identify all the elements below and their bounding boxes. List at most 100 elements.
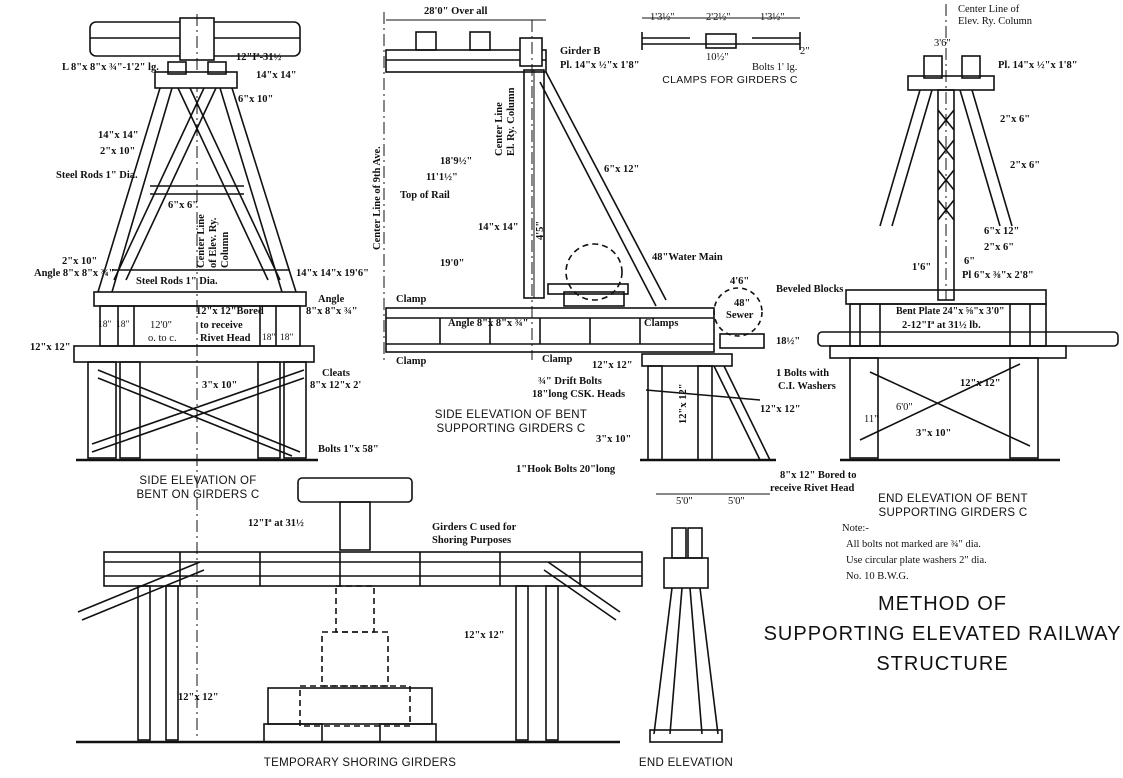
caption-end-elevation: END ELEVATION <box>638 757 734 769</box>
label-drift-bolts: ¾" Drift Bolts <box>538 376 602 387</box>
label-dim-18a: 18" <box>98 320 112 330</box>
note-line: All bolts not marked are ¾" dia. <box>846 539 981 550</box>
label-bolts-washers: 1 Bolts with <box>776 368 830 379</box>
note-line: No. 10 B.W.G. <box>846 571 909 582</box>
label-plate-14b: Pl. 14"x ½"x 1'8" <box>998 60 1078 71</box>
label-bent-plate: Bent Plate 24"x ⅝"x 3'0" <box>896 306 1005 317</box>
label-dim-6: 6" <box>964 256 976 267</box>
label-2x6-c: 2"x 6" <box>984 242 1015 253</box>
label-steel-rods-lower: Steel Rods 1" Dia. <box>136 276 218 287</box>
label-ctr-elev-col: Elev. Ry. Column <box>958 16 1033 27</box>
label-bored-to: 8"x 12" Bored to <box>780 470 857 481</box>
label-angle-girder: Angle 8"x 8"x ¾" <box>448 318 529 329</box>
label-3x10-end: 3"x 10" <box>916 428 952 439</box>
label-water-main: 48"Water Main <box>652 252 723 263</box>
label-dim-4-5: 4'5" <box>535 220 546 240</box>
caption-clamps: CLAMPS FOR GIRDERS C <box>662 74 798 86</box>
label-girders-c-used: Girders C used for <box>432 522 517 533</box>
label-angle-lg: L 8"x 8"x ¾"-1'2" lg. <box>62 62 159 73</box>
end-elevation <box>649 527 723 743</box>
label-2x10-lower: 2"x 10" <box>62 256 98 267</box>
label-12x12-left: 12"x 12" <box>30 342 71 353</box>
label-rivet-head: Rivet Head <box>200 333 251 344</box>
label-angle-right-size: 8"x 8"x ¾" <box>306 306 358 317</box>
label-center-line-9th-ave: Center Line of 9th Ave. <box>372 146 383 250</box>
label-sewer: Sewer <box>726 310 754 321</box>
label-14x14x19: 14"x 14"x 19'6" <box>296 268 369 279</box>
label-clamps-girder: Clamps <box>644 318 679 329</box>
title-line: METHOD OF <box>878 593 1007 615</box>
label-dim-4-6: 4'6" <box>730 276 750 287</box>
label-dim-18c: 18" <box>262 333 276 343</box>
end-elevation-bent <box>817 4 1119 462</box>
label-dim-18-9: 18'9½" <box>440 156 473 167</box>
label-dim-5a: 5'0" <box>676 496 693 507</box>
label-12x12-cap: 12"x 12" <box>592 360 633 371</box>
label-plate-14: Pl. 14"x ½"x 1'8" <box>560 60 640 71</box>
label-dim-11-1: 11'1½" <box>426 172 458 183</box>
label-bolts-58: Bolts 1"x 58" <box>318 444 379 455</box>
label-bored: 12"x 12"Bored <box>196 306 264 317</box>
label-dim-5b: 5'0" <box>728 496 745 507</box>
label-steel-rods-upper: Steel Rods 1" Dia. <box>56 170 138 181</box>
label-14x14-col: 14"x 14" <box>478 222 519 233</box>
label-6x12-end: 6"x 12" <box>984 226 1020 237</box>
label-clamp-d5: 2" <box>800 46 810 57</box>
label-dim-18b: 18" <box>116 320 130 330</box>
label-angle-8x8: Angle 8"x 8"x ¾" <box>34 268 115 279</box>
label-clamp-d4: 10½" <box>706 52 729 63</box>
label-clamp-top: Clamp <box>396 294 427 305</box>
drawing-title: METHOD OF SUPPORTING ELEVATED RAILWAY ST… <box>760 589 1123 679</box>
label-bored-rivet: receive Rivet Head <box>770 483 855 494</box>
label-clamp-bottom: Clamp <box>396 356 427 367</box>
label-clamp-bolts: Bolts 1' lg. <box>752 62 798 73</box>
label-dim-18d: 18" <box>280 333 294 343</box>
label-6x6: 6"x 6" <box>168 200 199 211</box>
label-bolts-washers-2: C.I. Washers <box>778 381 836 392</box>
label-6x10: 6"x 10" <box>238 94 274 105</box>
label-clamp-mid: Clamp <box>542 354 573 365</box>
label-14x14-left: 14"x 14" <box>98 130 139 141</box>
label-dim-1-6: 1'6" <box>912 262 932 273</box>
label-dim-3-6: 3'6" <box>934 38 951 49</box>
label-girder-b: Girder B <box>560 46 601 57</box>
label-clamp-d3: 1'3½" <box>760 12 785 23</box>
note-line: Use circular plate washers 2" dia. <box>846 555 987 566</box>
label-2x10-upper: 2"x 10" <box>100 146 136 157</box>
label-12x12-brace: 12"x 12" <box>760 404 801 415</box>
label-dim-19: 19'0" <box>440 258 465 269</box>
label-12x12-shoring-right: 12"x 12" <box>464 630 505 641</box>
label-dim-6-0: 6'0" <box>896 402 913 413</box>
title-line: STRUCTURE <box>876 653 1009 675</box>
label-3x10-p2: 3"x 10" <box>596 434 632 445</box>
label-top-of-rail: Top of Rail <box>400 190 450 201</box>
label-cleats: Cleats <box>322 368 350 379</box>
label-12x12-post: 12"x 12" <box>678 383 689 424</box>
bent-side-elevation <box>73 14 318 740</box>
label-plate-6: Pl 6"x ⅜"x 2'8" <box>962 270 1034 281</box>
label-14x14-top: 14"x 14" <box>256 70 297 81</box>
label-drift-bolts-len: 18"long CSK. Heads <box>532 389 626 400</box>
label-clamp-d1: 1'3½" <box>650 12 675 23</box>
label-dim-12ft: 12'0" <box>150 320 172 331</box>
label-overall: 28'0" Over all <box>424 6 488 17</box>
label-hook-bolts: 1"Hook Bolts 20"long <box>516 464 616 475</box>
label-clamp-d2: 2'2½" <box>706 12 731 23</box>
note-heading: Note:- <box>842 523 869 534</box>
label-6x12-strut: 6"x 12" <box>604 164 640 175</box>
label-shoring-purposes: Shoring Purposes <box>432 535 512 546</box>
clamps-detail <box>641 17 801 50</box>
label-i-beam-12: 12"Iª-31½ <box>236 52 282 63</box>
label-12-i-beams: 12"Iª at 31½ <box>248 518 304 529</box>
label-2x6-b: 2"x 6" <box>1010 160 1041 171</box>
caption-temporary-shoring: TEMPORARY SHORING GIRDERS <box>263 757 457 769</box>
label-12x12-end: 12"x 12" <box>960 378 1001 389</box>
label-2x6-a: 2"x 6" <box>1000 114 1031 125</box>
shoring-girders <box>76 477 643 744</box>
